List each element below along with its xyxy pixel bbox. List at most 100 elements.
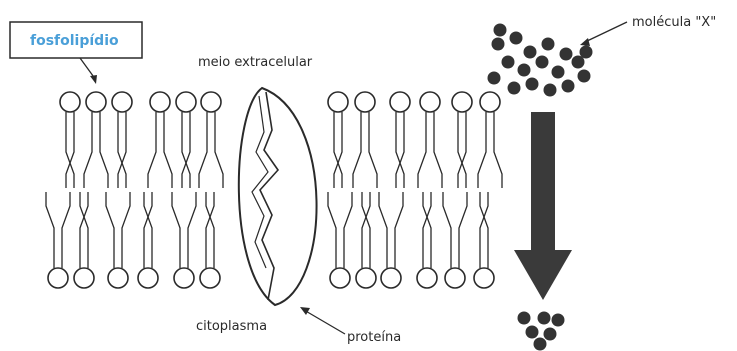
phospholipid-tail	[206, 192, 214, 268]
molecule-x-dot	[510, 32, 523, 45]
phospholipid-tail	[206, 192, 214, 268]
phospholipid-tail	[434, 112, 442, 188]
phospholipid-tail	[144, 192, 152, 268]
phospholipid-head-outer	[390, 92, 410, 112]
phospholipid-head-outer	[452, 92, 472, 112]
phospholipid-head-outer	[201, 92, 221, 112]
molecule-x-dot	[560, 48, 573, 61]
phospholipid-tail	[423, 192, 431, 268]
phospholipid-head-inner	[330, 268, 350, 288]
phospholipid-tail	[362, 192, 370, 268]
phospholipid-head-inner	[138, 268, 158, 288]
phospholipid-tail	[118, 112, 126, 188]
phospholipid-pointer-head	[90, 75, 97, 84]
phospholipid-tail	[172, 192, 180, 268]
phospholipid-head-inner	[74, 268, 94, 288]
phospholipid-tail	[396, 112, 404, 188]
molecule-x-dot	[508, 82, 521, 95]
phospholipid-tail	[182, 112, 190, 188]
phospholipid-tail	[344, 192, 352, 268]
phospholipid-head-inner	[48, 268, 68, 288]
molecule-x-dot	[534, 338, 547, 351]
molecule-x-dot	[492, 38, 505, 51]
molecule-x-dot	[526, 78, 539, 91]
cytoplasm-label: citoplasma	[196, 319, 267, 334]
protein-label: proteína	[347, 330, 401, 345]
phospholipid-head-outer	[150, 92, 170, 112]
molecule-x-dot	[544, 84, 557, 97]
phospholipid-head-inner	[381, 268, 401, 288]
molecules-x-cytoplasm	[518, 312, 565, 351]
molecule-x-dot	[494, 24, 507, 37]
phospholipid-tail	[379, 192, 387, 268]
molecule-x-dot	[488, 72, 501, 85]
phospholipid-tail	[118, 112, 126, 188]
phospholipid-tail	[148, 112, 156, 188]
phospholipid-head-outer	[328, 92, 348, 112]
phospholipid-tail	[494, 112, 502, 188]
phospholipid-tail	[106, 192, 114, 268]
phospholipid-tail	[459, 192, 467, 268]
phospholipid-tail	[480, 192, 488, 268]
molecule-x-dot	[526, 326, 539, 339]
phospholipid-head-outer	[355, 92, 375, 112]
phospholipid-tail	[62, 192, 70, 268]
phospholipid-head-inner	[174, 268, 194, 288]
protein-body	[239, 88, 317, 305]
molecule-x-dot	[542, 38, 555, 51]
phospholipid-tail	[100, 112, 108, 188]
phospholipid-tail	[66, 112, 74, 188]
phospholipid-label-group: fosfolipídio	[10, 22, 142, 84]
molecule-x-dot	[552, 314, 565, 327]
molecule-pointer	[580, 22, 627, 46]
molecule-x-dot	[580, 46, 593, 59]
phospholipid-tail	[188, 192, 196, 268]
phospholipid-head-outer	[176, 92, 196, 112]
phospholipid-tail	[369, 112, 377, 188]
phospholipid-tail	[353, 112, 361, 188]
phospholipid-tail	[144, 192, 152, 268]
phospholipid-head-outer	[86, 92, 106, 112]
molecule-x-dot	[544, 328, 557, 341]
phospholipid-head-outer	[112, 92, 132, 112]
molecule-x-dot	[578, 70, 591, 83]
molecule-x-dot	[538, 312, 551, 325]
phospholipid-head-outer	[60, 92, 80, 112]
phospholipid-tail	[80, 192, 88, 268]
phospholipid-label: fosfolipídio	[30, 33, 119, 49]
phospholipid-tail	[66, 112, 74, 188]
molecule-x-dot	[518, 64, 531, 77]
molecule-x-dot	[518, 312, 531, 325]
phospholipid-tail	[84, 112, 92, 188]
extracellular-label: meio extracelular	[198, 55, 313, 70]
phospholipid-tail	[458, 112, 466, 188]
phospholipid-tail	[396, 112, 404, 188]
molecule-x-dot	[524, 46, 537, 59]
phospholipid-tail	[199, 112, 207, 188]
phospholipid-tail	[122, 192, 130, 268]
phospholipid-tail	[215, 112, 223, 188]
phospholipid-tail	[334, 112, 342, 188]
phospholipid-head-inner	[356, 268, 376, 288]
phospholipid-tail	[164, 112, 172, 188]
phospholipid-tail	[80, 192, 88, 268]
phospholipid-head-outer	[420, 92, 440, 112]
protein-pointer	[300, 307, 345, 334]
molecule-x-dot	[562, 80, 575, 93]
molecules-x-extracellular	[488, 24, 593, 97]
transmembrane-protein	[239, 88, 317, 305]
molecule-label: molécula "X"	[632, 15, 716, 30]
phospholipid-tail	[418, 112, 426, 188]
molecule-x-dot	[502, 56, 515, 69]
phospholipid-head-inner	[445, 268, 465, 288]
phospholipid-tail	[395, 192, 403, 268]
phospholipid-head-outer	[480, 92, 500, 112]
phospholipid-head-inner	[108, 268, 128, 288]
phospholipid-tail	[480, 192, 488, 268]
phospholipid-tail	[46, 192, 54, 268]
phospholipid-tail	[182, 112, 190, 188]
phospholipid-tail	[478, 112, 486, 188]
phospholipid-tail	[423, 192, 431, 268]
